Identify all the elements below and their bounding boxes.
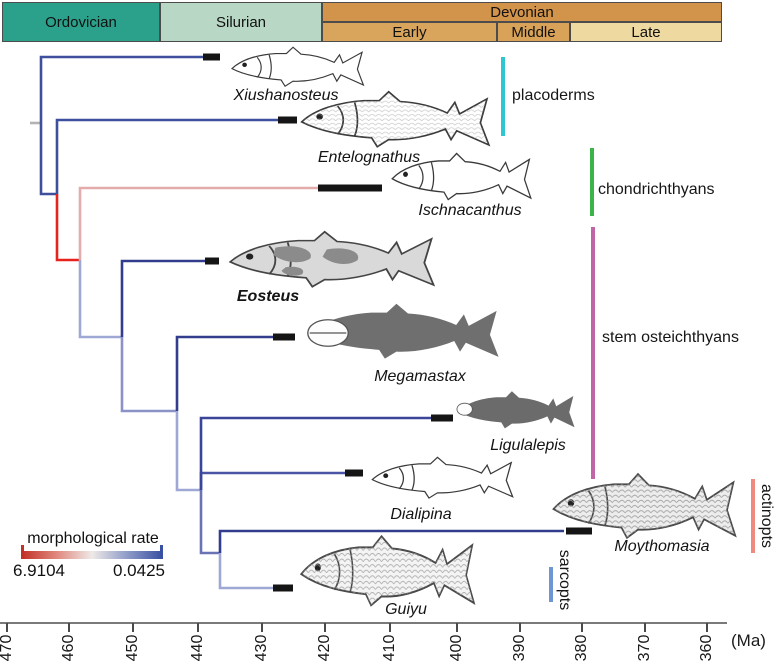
fish-dialipina-illustration <box>368 456 524 502</box>
branch-clade-crown-osteichthyans <box>199 490 220 555</box>
fish-moythomasia-illustration <box>548 472 750 544</box>
clade-label-placoderms: placoderms <box>512 87 595 104</box>
axis-tick-410: 410 <box>381 634 398 662</box>
axis-tick-360: 360 <box>698 634 715 662</box>
legend-min-value: 0.0425 <box>113 561 165 580</box>
branch-clade-megamastax-plus <box>120 337 177 413</box>
fish-xiushanosteus-illustration <box>228 46 374 90</box>
legend-cap-high <box>21 545 24 559</box>
branch-clade-osteichthyans <box>78 260 122 339</box>
branch-clade-ligulalepis-plus <box>175 411 201 492</box>
axis-tick-420: 420 <box>316 634 333 662</box>
branch-guiyu <box>218 553 274 590</box>
timescale-devonian-label: Devonian <box>490 3 554 21</box>
clade-label-stem-osteichthyans: stem osteichthyans <box>602 329 739 346</box>
taxon-label-dialipina: Dialipina <box>390 506 452 523</box>
timescale-late-label: Late <box>631 23 661 41</box>
branch-ligulalepis <box>199 416 432 490</box>
legend-title: morphological rate <box>27 530 159 547</box>
timescale-early-label: Early <box>392 23 427 41</box>
axis-tick-370: 370 <box>636 634 653 662</box>
axis-tick-450: 450 <box>124 634 141 662</box>
timescale-devonian-early: Early <box>322 22 497 42</box>
branch-megamastax <box>175 335 276 411</box>
axis-tick-470: 470 <box>0 634 15 662</box>
taxon-label-megamastax: Megamastax <box>374 368 466 385</box>
axis-tick-390: 390 <box>511 634 528 662</box>
timescale-devonian-late: Late <box>570 22 722 42</box>
tree-branches <box>30 55 564 590</box>
axis-tick-380: 380 <box>573 634 590 662</box>
clade-label-actinopts: actinopts <box>758 483 775 549</box>
taxon-label-moythomasia: Moythomasia <box>614 538 710 555</box>
legend-max-value: 6.9104 <box>13 561 65 580</box>
taxon-label-xiushanosteus: Xiushanosteus <box>233 87 339 104</box>
clade-bar-stem-osteichthyans <box>591 227 595 479</box>
timescale-devonian-middle: Middle <box>497 22 570 42</box>
timescale-ordovician: Ordovician <box>2 2 160 42</box>
timescale-silurian-label: Silurian <box>215 13 267 31</box>
legend-gradient-bar <box>22 551 162 559</box>
taxon-label-ischnacanthus: Ischnacanthus <box>418 202 522 219</box>
taxon-label-guiyu: Guiyu <box>385 601 427 618</box>
taxon-label-entelognathus: Entelognathus <box>317 149 421 166</box>
axis-tick-400: 400 <box>448 634 465 662</box>
fish-megamastax-illustration <box>307 302 514 364</box>
branch-clade-entelognathus-plus <box>39 123 57 196</box>
axis-tick-440: 440 <box>189 634 206 662</box>
tip-range-bars <box>203 53 592 592</box>
clade-bar-placoderms <box>501 57 505 136</box>
branch-entelognathus <box>55 118 281 194</box>
clade-bar-actinopts <box>751 479 755 553</box>
timescale-ordovician-label: Ordovician <box>45 13 117 31</box>
legend-cap-low <box>160 545 163 559</box>
branch-dialipina <box>199 471 345 490</box>
branch-moythomasia <box>218 529 564 553</box>
axis-tick-460: 460 <box>60 634 77 662</box>
timescale-middle-label: Middle <box>511 23 556 41</box>
time-axis <box>0 622 727 632</box>
branch-eosteus <box>120 259 208 337</box>
taxon-label-ligulalepis: Ligulalepis <box>490 437 566 454</box>
fish-ligulalepis-illustration <box>456 390 584 432</box>
time-axis-ticks <box>6 623 708 632</box>
branch-xiushanosteus <box>39 55 206 123</box>
clade-bar-sarcopts <box>549 567 553 602</box>
axis-tick-430: 430 <box>253 634 270 662</box>
fish-eosteus-illustration <box>224 230 450 292</box>
clade-bar-chondrichthyans <box>590 148 594 216</box>
clade-label-chondrichthyans: chondrichthyans <box>598 181 715 198</box>
axis-unit-label: (Ma) <box>731 631 766 650</box>
timescale-silurian: Silurian <box>160 2 322 42</box>
branch-ischnacanthus <box>78 186 321 260</box>
clade-label-sarcopts: sarcopts <box>556 549 573 611</box>
taxon-label-eosteus: Eosteus <box>236 288 300 305</box>
timescale-devonian: Devonian <box>322 2 722 22</box>
branch-clade-gnathostome-high-rate <box>55 194 80 262</box>
